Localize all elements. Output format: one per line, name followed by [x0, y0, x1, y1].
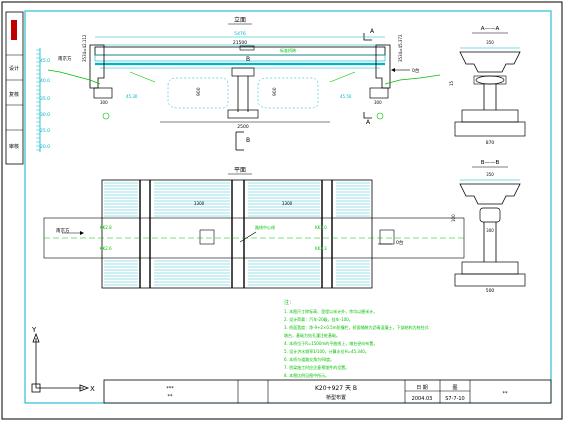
left-abutment [89, 44, 105, 89]
ruler-value-2: 40.0 [40, 78, 50, 84]
span-label: 标准桥跨 [280, 47, 296, 53]
section-bb-mid: 300 [486, 228, 494, 233]
note-4: 4. 本桥位于R=1500m的平曲线上，墩台径向布置。 [284, 340, 377, 346]
svg-text:路线中心线: 路线中心线 [255, 224, 275, 230]
note-8: 8. 本图比例见图中所示。 [284, 372, 329, 378]
plan-left-label: 南京方 [56, 227, 70, 234]
svg-text:KK3.3: KK3.3 [315, 246, 327, 251]
plan-view: 平面 南京方 0台 1300 1300 KK2.8 KK2.6 KK3.0 KK… [43, 167, 465, 289]
title-designer: *** [166, 386, 174, 392]
plan-title: 平面 [234, 167, 246, 174]
right-abutment [375, 44, 391, 89]
svg-text:45.30: 45.30 [126, 94, 138, 99]
section-aa-base: 870 [486, 140, 495, 146]
strip-label-3: 审核 [9, 143, 19, 150]
ucs-y-label: Y [31, 326, 37, 334]
note-6: 6. 本桥与道路交角为90度。 [284, 356, 334, 362]
title-project: K20+927 天 B [315, 385, 357, 392]
note-3b: 墩台，基础为钻孔灌注桩基础。 [284, 332, 340, 338]
main-span-dim: 21500 [233, 40, 247, 46]
left-title-strip: 设计 复核 审核 [5, 11, 24, 165]
note-3: 3. 桥面宽度：净-9+2×0.5m防撞栏，桥面铺装为沥青混凝土，下部结构为桩柱… [284, 324, 429, 330]
ruler-value-3: 35.0 [40, 96, 50, 102]
left-elevation-label: 3534=42.112 [82, 34, 87, 62]
svg-text:45.50: 45.50 [340, 94, 352, 99]
note-2: 2. 设计荷载：汽车-20级，挂车-100。 [284, 316, 353, 322]
ruler-value-1: 45.0 [40, 58, 50, 64]
center-pier-footing [227, 109, 259, 119]
note-5: 5. 设计洪水频率1/100，计算水位H=45.340。 [284, 348, 369, 354]
ruler-value-5: 25.0 [40, 128, 50, 134]
center-bottom-dim: 2500 [237, 124, 249, 130]
note-7: 7. 桥梁施工时应注意预埋件的设置。 [284, 364, 349, 370]
section-bb-side: 100 [451, 214, 456, 222]
note-1: 1. 本图尺寸除标高、里程以米计外，余均以厘米计。 [284, 308, 377, 314]
ucs-icon: Y X [31, 326, 95, 393]
elevation-view: 立面 A A 5476 21500 标准桥跨 3534=42.112 3534=… [47, 16, 441, 151]
section-marker-A-bottom: A [366, 119, 371, 126]
ucs-x-label: X [90, 385, 95, 393]
title-date-value: 2004.03 [412, 396, 433, 402]
section-bb-title: B——B [481, 160, 500, 166]
plan-dim-top-1: 1300 [194, 201, 205, 206]
ruler-value-6: 20.0 [40, 144, 50, 150]
center-marker-B: B [246, 137, 250, 144]
strip-label-1: 设计 [9, 65, 19, 72]
right-pile-dim: 300 [374, 100, 382, 105]
center-pier-dim-2: 900 [272, 87, 278, 96]
plan-dim-top-2: 1300 [282, 201, 293, 206]
title-designer-sub: ** [168, 394, 174, 400]
title-last: ** [503, 391, 509, 397]
title-block: *** ** K20+927 天 B 桥型布置 日 期 图 2004.03 S7… [103, 379, 552, 404]
center-pier-dim-1: 900 [196, 87, 202, 96]
notes-title: 注： [284, 299, 294, 306]
title-date-label: 日 期 [416, 385, 428, 391]
svg-text:KK2.8: KK2.8 [100, 225, 112, 230]
center-marker-B-top: B [246, 56, 250, 63]
title-drawing: 桥型布置 [326, 394, 346, 401]
svg-text:KK2.6: KK2.6 [100, 246, 112, 251]
notes-block: 注： 1. 本图尺寸除标高、里程以米计外，余均以厘米计。 2. 设计荷载：汽车-… [284, 299, 429, 378]
right-elevation-label: 3534=45.372 [398, 34, 403, 62]
svg-text:KK3.0: KK3.0 [315, 225, 327, 230]
strip-label-2: 复核 [9, 91, 19, 98]
section-aa-side: 15 [449, 80, 454, 86]
total-width-dim: 5476 [234, 31, 246, 37]
plan-outline [101, 179, 373, 289]
section-bb: B——B 350 300 500 100 [451, 160, 526, 294]
section-marker-A-top: A [370, 28, 375, 35]
plan-right-label: 0台 [396, 239, 404, 246]
section-aa: A——A 350 870 15 [449, 26, 526, 146]
section-bb-base: 500 [486, 288, 495, 294]
section-bb-dim-top: 350 [486, 172, 494, 177]
elevation-ruler: 45.0 40.0 35.0 30.0 25.0 20.0 [36, 48, 50, 152]
section-aa-dim-top: 350 [486, 40, 494, 45]
section-aa-title: A——A [481, 26, 500, 32]
left-side-text: 南京方 [58, 55, 72, 62]
left-pile-dim: 300 [100, 100, 108, 105]
center-pier-cap [231, 67, 255, 77]
right-side-text: 0台 [412, 67, 420, 74]
title-sheet: S7-7-10 [445, 396, 465, 402]
title-figure-label: 图 [452, 385, 457, 391]
ruler-value-4: 30.0 [40, 112, 50, 118]
elevation-title: 立面 [234, 16, 246, 24]
